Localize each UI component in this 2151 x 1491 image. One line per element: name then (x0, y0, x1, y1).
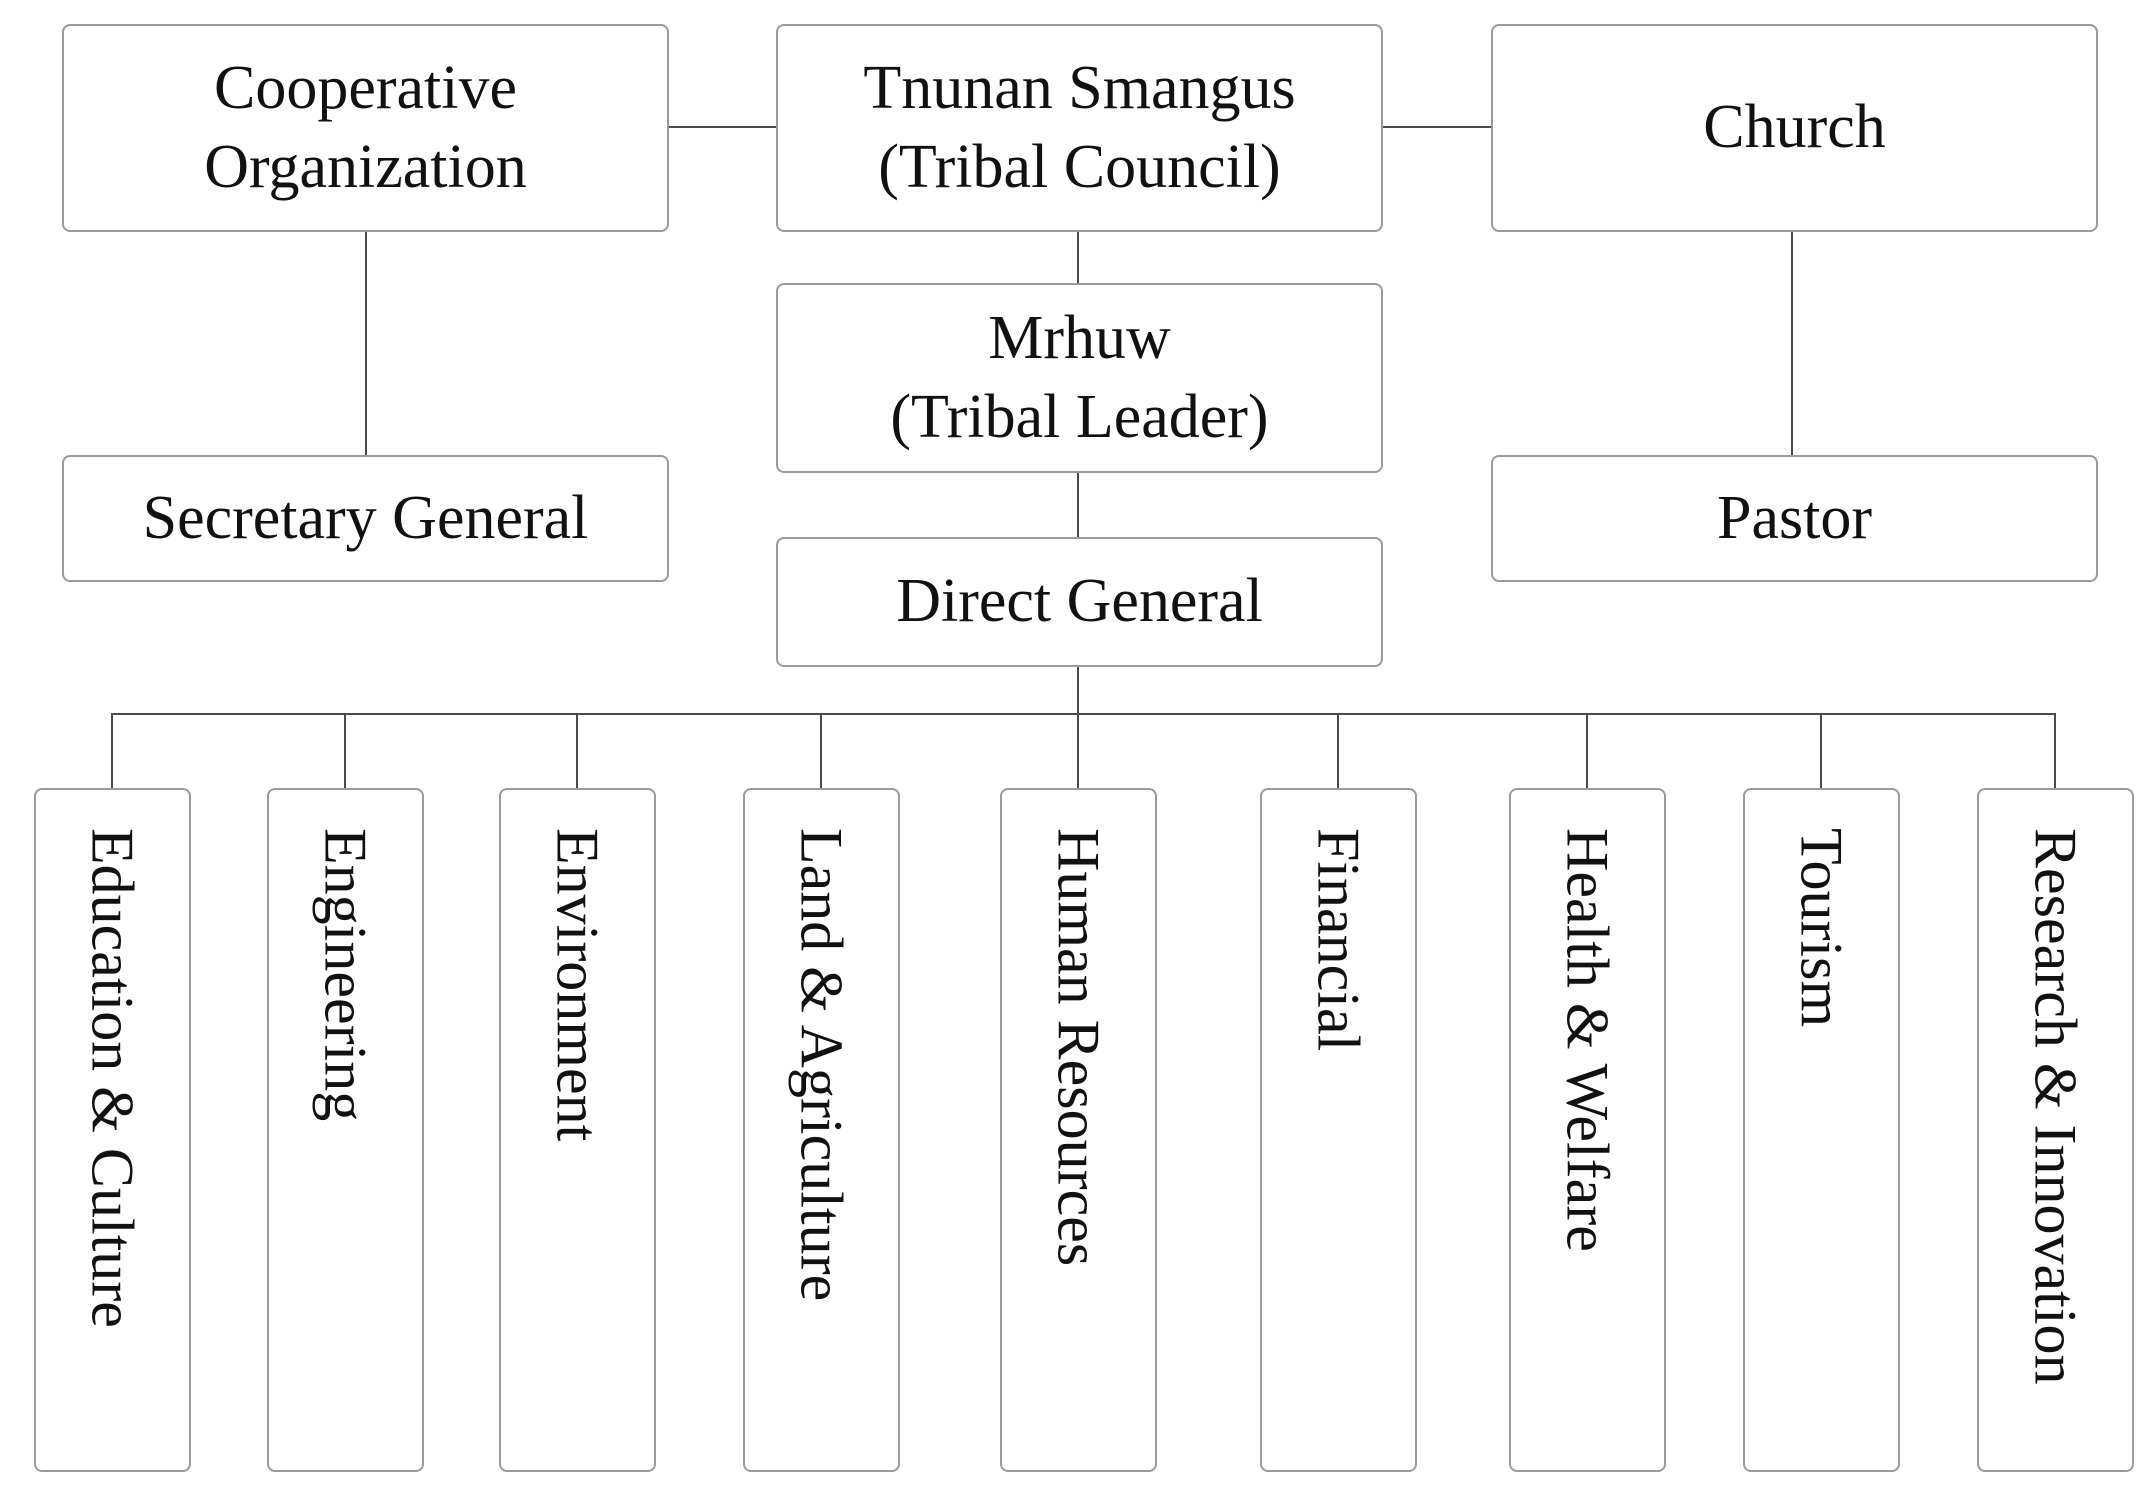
department-node-engineering: Engineering (267, 788, 424, 1472)
drop-dept-1 (111, 713, 113, 790)
drop-dept-6 (1337, 713, 1339, 790)
connector-director-bus (1077, 666, 1079, 714)
connector-coop-secretary (365, 232, 367, 455)
department-label: Environment (544, 828, 611, 1142)
direct-general-label: Direct General (896, 567, 1263, 636)
drop-dept-4 (820, 713, 822, 790)
cooperative-organization-label: Cooperative Organization (204, 53, 527, 201)
connector-leader-director (1077, 472, 1079, 538)
department-node-research-innovation: Research & Innovation (1977, 788, 2134, 1472)
tribal-council-label: Tnunan Smangus (Tribal Council) (863, 53, 1296, 201)
department-label: Financial (1305, 828, 1372, 1052)
department-node-education-culture: Education & Culture (34, 788, 191, 1472)
connector-council-leader (1077, 232, 1079, 284)
church-label: Church (1703, 93, 1886, 162)
connector-council-church (1383, 126, 1491, 128)
department-label: Tourism (1788, 828, 1855, 1028)
drop-dept-5 (1077, 713, 1079, 790)
cooperative-organization-node: Cooperative Organization (62, 24, 669, 232)
department-node-human-resources: Human Resources (1000, 788, 1157, 1472)
department-node-tourism: Tourism (1743, 788, 1900, 1472)
secretary-general-node: Secretary General (62, 455, 669, 582)
drop-dept-3 (576, 713, 578, 790)
pastor-node: Pastor (1491, 455, 2098, 582)
tribal-leader-label: Mrhuw (Tribal Leader) (890, 303, 1269, 451)
pastor-label: Pastor (1717, 483, 1872, 552)
drop-dept-8 (1820, 713, 1822, 790)
department-label: Research & Innovation (2022, 828, 2089, 1385)
department-label: Engineering (312, 828, 379, 1122)
department-node-health-welfare: Health & Welfare (1509, 788, 1666, 1472)
secretary-general-label: Secretary General (142, 483, 589, 552)
department-bus (111, 713, 2055, 715)
department-node-financial: Financial (1260, 788, 1417, 1472)
connector-church-pastor (1791, 232, 1793, 455)
drop-dept-9 (2054, 713, 2056, 790)
tribal-leader-node: Mrhuw (Tribal Leader) (776, 283, 1383, 473)
department-label: Health & Welfare (1554, 828, 1621, 1252)
connector-coop-council (669, 126, 777, 128)
tribal-council-node: Tnunan Smangus (Tribal Council) (776, 24, 1383, 232)
department-label: Human Resources (1045, 828, 1112, 1267)
drop-dept-7 (1586, 713, 1588, 790)
drop-dept-2 (344, 713, 346, 790)
department-label: Land & Agriculture (788, 828, 855, 1302)
department-label: Education & Culture (79, 828, 146, 1328)
department-node-land-agriculture: Land & Agriculture (743, 788, 900, 1472)
church-node: Church (1491, 24, 2098, 232)
direct-general-node: Direct General (776, 537, 1383, 667)
department-node-environment: Environment (499, 788, 656, 1472)
